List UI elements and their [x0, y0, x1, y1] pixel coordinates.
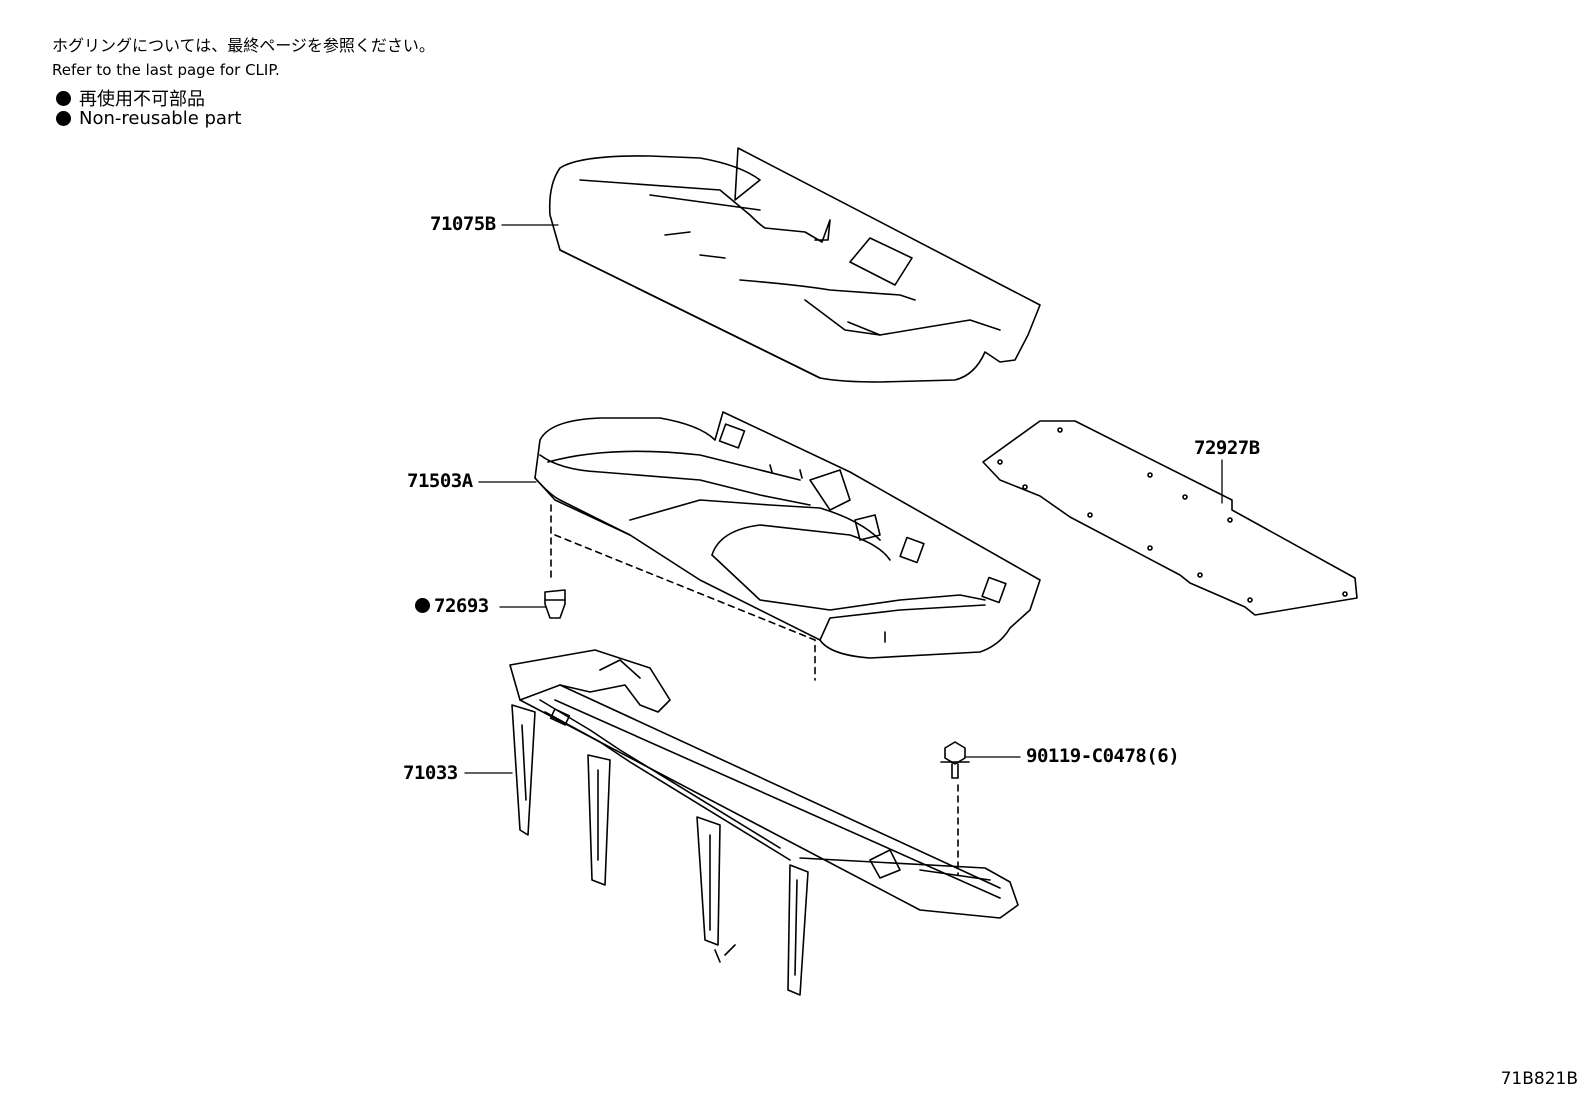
sheet-drawing [982, 420, 1358, 616]
part-label-clip: 72693 [415, 595, 489, 617]
seat-frame-drawing [509, 649, 1019, 996]
bolt-drawing [940, 741, 970, 779]
non-reusable-bullet-icon [415, 598, 430, 613]
seat-cover-drawing [548, 147, 1041, 383]
non-reusable-bullet-icon [56, 111, 71, 126]
part-label-cover: 71075B [430, 213, 496, 235]
legend-non-reusable-en: Non-reusable part [52, 108, 241, 129]
clip-note-en: Refer to the last page for CLIP. [52, 61, 280, 79]
part-label-frame: 71033 [403, 762, 458, 784]
legend-text-jp: 再使用不可部品 [79, 89, 205, 110]
clip-drawing [544, 589, 566, 619]
part-label-bolt: 90119-C0478(6) [1026, 745, 1180, 767]
part-label-pad: 71503A [407, 470, 473, 492]
label-leaders [464, 224, 1223, 774]
non-reusable-bullet-icon [56, 90, 71, 106]
part-label-sheet: 72927B [1194, 437, 1260, 459]
diagram-id: 71B821B [1500, 1069, 1578, 1089]
legend-non-reusable-jp: 再使用不可部品 [52, 85, 205, 111]
clip-leader-dashed [550, 504, 816, 681]
part-label-clip-number: 72693 [434, 595, 489, 617]
legend-text-en: Non-reusable part [79, 108, 242, 129]
seat-pad-drawing [534, 411, 1041, 659]
clip-note-jp: ホグリングについては、最終ページを参照ください。 [52, 36, 435, 55]
